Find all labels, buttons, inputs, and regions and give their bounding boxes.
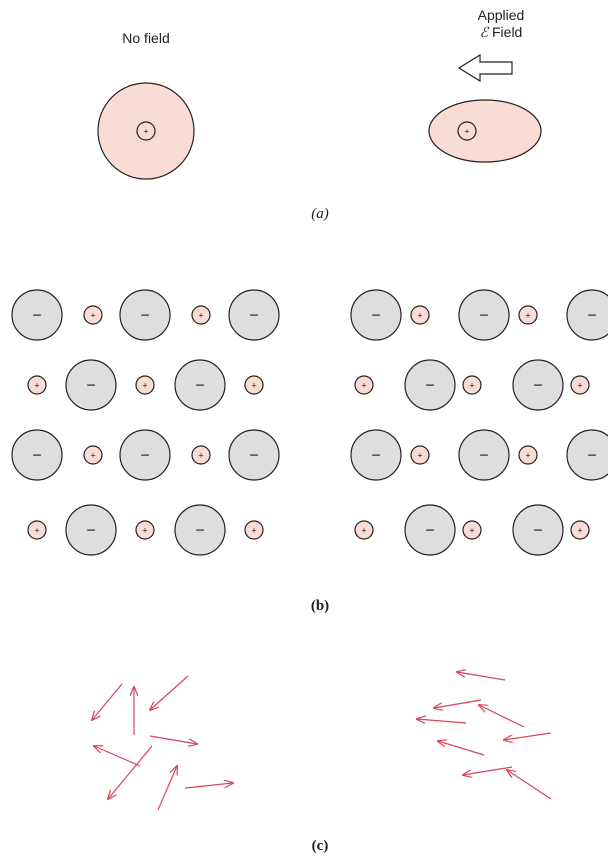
no-field-label: No field [122,30,169,46]
panel-b: (b) − − − + + − − − + + − − + + + − − + + + − − − + + − − − + + − − + + + −… [12,290,608,614]
field-label: ℰ Field [480,24,523,41]
dipole-arrow [463,767,512,775]
anion-sign: − [425,378,434,395]
dipole-arrow [185,783,233,788]
cation-sign: + [198,451,203,461]
cation-sign: + [34,526,39,536]
cation-sign: + [417,451,422,461]
dipole-arrow [457,672,505,680]
cation-sign: + [361,526,366,536]
cation-sign: + [142,381,147,391]
dipole-arrow [504,733,551,740]
anion-sign: − [140,308,149,325]
cation-sign: + [251,381,256,391]
caption-a: (a) [311,206,329,222]
anion-sign: − [86,523,95,540]
nucleus-sign: + [143,127,148,137]
dipole-arrow [479,705,524,727]
caption-b: (b) [311,598,329,614]
dipole-arrow [158,766,177,810]
nucleus-sign: + [464,127,469,137]
cation-sign: + [577,526,582,536]
caption-c: (c) [312,838,329,854]
cation-sign: + [90,311,95,321]
field-direction-arrow-icon [459,55,512,81]
anion-sign: − [587,448,596,465]
dipole-arrow [417,719,466,723]
cation-sign: + [34,381,39,391]
anion-sign: − [533,523,542,540]
anion-sign: − [32,448,41,465]
anion-sign: − [479,308,488,325]
cation-sign: + [525,311,530,321]
dipole-arrow [150,736,197,744]
anion-sign: − [32,308,41,325]
anion-sign: − [86,378,95,395]
anion-sign: − [533,378,542,395]
dipole-arrow [150,676,188,710]
anion-sign: − [587,308,596,325]
applied-field-label: Applied [478,7,525,23]
dipole-arrow [92,684,122,720]
cation-sign: + [417,311,422,321]
panel-c: (c) [92,672,551,854]
cation-sign: + [90,451,95,461]
dipole-arrow [438,741,484,755]
anion-sign: − [249,448,258,465]
cation-sign: + [361,381,366,391]
anion-sign: − [195,378,204,395]
dipole-arrow [108,746,152,799]
cation-sign: + [251,526,256,536]
cation-sign: + [469,526,474,536]
field-symbol: ℰ [480,26,490,41]
dipole-arrow [434,700,481,708]
cation-sign: + [142,526,147,536]
panel-a: No field Applied ℰ Field + + (a) [98,7,541,222]
cation-sign: + [577,381,582,391]
cation-sign: + [525,451,530,461]
anion-sign: − [140,448,149,465]
anion-sign: − [371,448,380,465]
electron-cloud-polarized [429,100,541,162]
cation-sign: + [469,381,474,391]
anion-sign: − [249,308,258,325]
field-word: Field [492,24,522,40]
anion-sign: − [479,448,488,465]
anion-sign: − [425,523,434,540]
dipole-arrow [507,770,551,799]
cation-sign: + [198,311,203,321]
anion-sign: − [195,523,204,540]
dipole-arrow [94,746,140,766]
anion-sign: − [371,308,380,325]
